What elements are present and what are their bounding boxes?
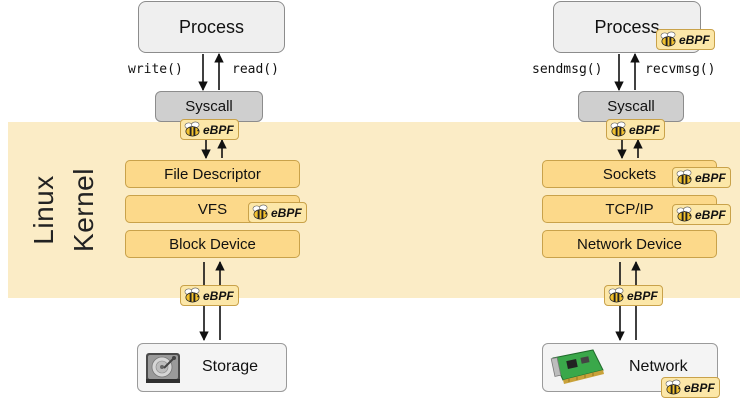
bee-icon (665, 379, 681, 395)
ebpf-label: eBPF (679, 32, 710, 47)
right-syscall-label: Syscall (607, 98, 655, 115)
bee-icon (610, 121, 626, 137)
right-syscall-box: Syscall (578, 91, 684, 122)
ebpf-label: eBPF (684, 380, 715, 395)
left-syscall-label: Syscall (185, 98, 233, 115)
network-label: Network (629, 358, 688, 375)
layer-label: Block Device (169, 235, 256, 253)
hard-drive-icon (146, 353, 180, 383)
layer-label: File Descriptor (164, 165, 261, 183)
ebpf-badge-right-device: eBPF (604, 285, 663, 306)
ebpf-badge-network: eBPF (661, 377, 720, 398)
right-call-down: sendmsg() (532, 62, 603, 77)
ebpf-label: eBPF (629, 122, 660, 137)
ebpf-label: eBPF (627, 288, 658, 303)
bee-icon (608, 287, 624, 303)
left-process-box: Process (138, 1, 285, 53)
layer-label: TCP/IP (605, 200, 654, 218)
ebpf-label: eBPF (203, 288, 234, 303)
bee-icon (184, 121, 200, 137)
layer-file-descriptor: File Descriptor (125, 160, 300, 188)
storage-label: Storage (202, 358, 259, 375)
layer-label: VFS (197, 200, 228, 218)
right-call-up: recvmsg() (645, 62, 716, 77)
layer-label: Network Device (576, 235, 683, 253)
ebpf-label: eBPF (695, 207, 726, 222)
ebpf-badge-vfs: eBPF (248, 202, 307, 223)
ebpf-badge-right-syscall: eBPF (606, 119, 665, 140)
ebpf-badge-tcp-ip: eBPF (672, 204, 731, 225)
ebpf-badge-right-process: eBPF (656, 29, 715, 50)
bee-icon (676, 206, 692, 222)
bee-icon (184, 287, 200, 303)
bee-icon (660, 31, 676, 47)
bee-icon (252, 204, 268, 220)
storage-box: Storage (137, 343, 287, 392)
ebpf-label: eBPF (271, 205, 302, 220)
network-card-icon (550, 349, 604, 384)
layer-block-device: Block Device (125, 230, 300, 258)
ebpf-badge-left-device: eBPF (180, 285, 239, 306)
ebpf-label: eBPF (203, 122, 234, 137)
bee-icon (676, 169, 692, 185)
left-call-down: write() (128, 62, 183, 77)
right-process-label: Process (594, 16, 660, 37)
layer-network-device: Network Device (542, 230, 717, 258)
left-call-up: read() (232, 62, 279, 77)
ebpf-badge-left-syscall: eBPF (180, 119, 239, 140)
layer-label: Sockets (602, 165, 657, 183)
ebpf-label: eBPF (695, 170, 726, 185)
ebpf-badge-sockets: eBPF (672, 167, 731, 188)
left-syscall-box: Syscall (155, 91, 263, 122)
left-process-label: Process (178, 16, 245, 37)
